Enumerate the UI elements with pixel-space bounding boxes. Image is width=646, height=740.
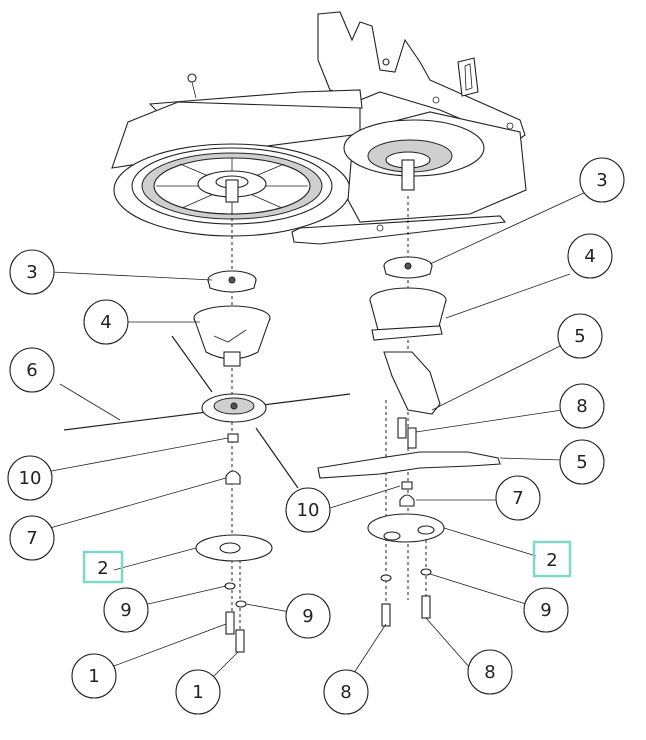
callout-1-b: 1 [175,669,221,715]
highlight-box [532,540,572,578]
callout-label: 8 [484,662,495,683]
callout-label: 9 [302,606,313,627]
callout-1-a: 1 [71,653,117,699]
callout-8-bottom-b: 8 [467,649,513,695]
callout-label: 4 [584,246,595,267]
callout-label: 9 [120,600,131,621]
callout-label: 3 [26,262,37,283]
callout-4-left: 4 [83,299,129,345]
callout-label: 9 [540,600,551,621]
callout-label: 2 [546,550,557,571]
callout-10-left: 10 [7,455,53,501]
callout-label: 5 [574,326,585,347]
callout-3-left: 3 [9,249,55,295]
callout-label: 4 [100,312,111,333]
callout-label: 7 [26,528,37,549]
callout-10-right: 10 [285,487,331,533]
mower-deck-housing [111,11,527,245]
callout-label: 1 [192,682,203,703]
callout-9-left-b: 9 [285,593,331,639]
callout-4-right: 4 [567,233,613,279]
callout-label: 10 [297,500,320,521]
callout-label: 6 [26,360,37,381]
callout-label: 8 [576,396,587,417]
callout-7-left: 7 [9,515,55,561]
callout-3-right: 3 [579,157,625,203]
callout-7-right: 7 [495,475,541,521]
callout-label: 10 [19,468,42,489]
callout-8-right: 8 [559,383,605,429]
highlight-box [82,550,124,584]
callout-label: 3 [596,170,607,191]
callouts: 3 4 6 10 7 2 9 9 1 1 3 4 5 8 5 10 7 2 9 … [7,157,625,715]
callout-9-left-a: 9 [103,587,149,633]
right-spindle-parts [317,256,501,627]
callout-2-left: 2 [82,550,124,584]
callout-label: 2 [97,558,108,579]
leader-lines [45,191,587,677]
callout-label: 8 [340,682,351,703]
callout-5-right-b: 5 [559,439,605,485]
callout-8-bottom-a: 8 [323,669,369,715]
callout-label: 1 [88,666,99,687]
callout-6: 6 [9,347,55,393]
callout-5-right-a: 5 [557,313,603,359]
left-spindle-parts [63,270,351,653]
callout-2-right: 2 [532,540,572,578]
callout-label: 5 [576,452,587,473]
callout-label: 7 [512,488,523,509]
callout-9-right: 9 [523,587,569,633]
